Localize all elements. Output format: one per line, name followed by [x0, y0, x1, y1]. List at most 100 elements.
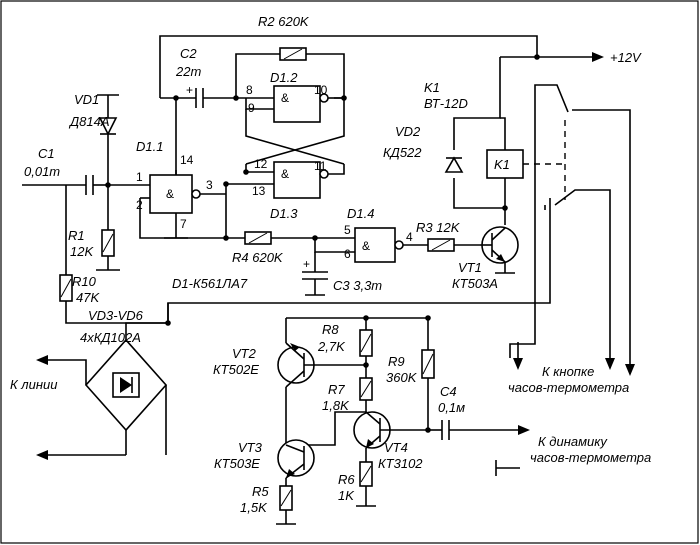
- label-vd1-type: Д814А: [68, 114, 110, 129]
- label-r6: R6: [338, 472, 355, 487]
- label-vt2: VT2: [232, 346, 257, 361]
- label-vt1: VT1: [458, 260, 482, 275]
- label-k1-type: ВТ-12D: [424, 96, 468, 111]
- label-vt3-type: КТ503Е: [214, 456, 260, 471]
- label-r1: R1: [68, 228, 85, 243]
- capacitor-c2: [176, 88, 246, 108]
- pin-12: 12: [254, 157, 268, 171]
- label-d14: D1.4: [347, 206, 374, 221]
- label-c4-value: 0,1м: [438, 400, 465, 415]
- label-speaker-2: часов-термометра: [530, 450, 651, 465]
- gate-d13: [223, 161, 345, 238]
- ground-symbol: [495, 460, 520, 476]
- resistor-r4: [226, 231, 355, 245]
- pin-10: 10: [314, 83, 328, 97]
- label-button-1: К кнопке: [542, 364, 594, 379]
- label-c1-value: 0,01m: [24, 164, 60, 179]
- pin-11: 11: [314, 159, 327, 173]
- supply-bus: [453, 52, 604, 225]
- pin-13: 13: [252, 184, 266, 198]
- label-r7-value: 1,8K: [322, 398, 350, 413]
- label-d11: D1.1: [136, 139, 163, 154]
- transistor-vt2: [277, 342, 366, 445]
- pin-2: 2: [136, 198, 143, 212]
- resistor-r5: [276, 485, 296, 525]
- gate-d11-symbol: &: [166, 187, 174, 201]
- label-vd-bridge-type: 4хКД102А: [80, 330, 141, 345]
- gate-d13-symbol: &: [281, 167, 289, 181]
- label-r2: R2 620K: [258, 14, 310, 29]
- label-supply: +12V: [610, 50, 642, 65]
- label-speaker-1: К динамику: [538, 434, 608, 449]
- label-r5: R5: [252, 484, 269, 499]
- label-r5-value: 1,5K: [240, 500, 268, 515]
- resistor-r3: [427, 238, 480, 252]
- label-vd2-type: КД522: [383, 145, 422, 160]
- label-c4: C4: [440, 384, 457, 399]
- label-vt3: VT3: [238, 440, 263, 455]
- label-r4: R4 620K: [232, 250, 284, 265]
- resistor-r7: [359, 377, 373, 412]
- label-k1-coil: K1: [494, 157, 510, 172]
- relay-k1-contacts: [509, 84, 635, 376]
- relay-k1-coil: [486, 120, 566, 200]
- pin-4: 4: [406, 230, 413, 244]
- label-d12: D1.2: [270, 70, 298, 85]
- amp-rails: [285, 315, 431, 343]
- gate-d12-symbol: &: [281, 91, 289, 105]
- label-c1: C1: [38, 146, 55, 161]
- gate-d14: [314, 227, 428, 263]
- pin-3: 3: [206, 178, 213, 192]
- pin-14: 14: [180, 153, 194, 167]
- label-vd1: VD1: [74, 92, 99, 107]
- diode-vd2: [444, 156, 464, 173]
- label-r10-value: 47K: [76, 290, 100, 305]
- label-vd2: VD2: [395, 124, 421, 139]
- capacitor-c3: [302, 252, 328, 296]
- pin-5: 5: [344, 223, 351, 237]
- label-r8: R8: [322, 322, 339, 337]
- transistor-vt3: [277, 439, 315, 486]
- label-chip: D1-К561ЛА7: [172, 276, 248, 291]
- pin-9: 9: [248, 101, 255, 115]
- label-r10: R10: [72, 274, 97, 289]
- resistor-d12-feedback: [235, 47, 345, 99]
- label-c2-value: 22m: [175, 64, 201, 79]
- label-vt2-type: КТ502Е: [213, 362, 259, 377]
- label-r6-value: 1K: [338, 488, 355, 503]
- label-r8-value: 2,7K: [317, 339, 346, 354]
- gate-d14-symbol: &: [362, 239, 370, 253]
- resistor-r6: [356, 461, 376, 507]
- pin-6: 6: [344, 247, 351, 261]
- label-button-2: часов-термометра: [508, 380, 629, 395]
- label-r7: R7: [328, 382, 345, 397]
- label-vt4: VT4: [384, 440, 408, 455]
- resistor-r8: [359, 318, 373, 378]
- label-d13: D1.3: [270, 206, 298, 221]
- label-line: К линии: [10, 377, 57, 392]
- label-vd-bridge: VD3-VD6: [88, 308, 144, 323]
- label-k1: K1: [424, 80, 440, 95]
- c3-plus: +: [303, 257, 310, 271]
- pin-8: 8: [246, 83, 253, 97]
- label-r3: R3 12K: [416, 220, 461, 235]
- label-c3: C3 3,3m: [333, 278, 382, 293]
- transistor-vt4: [304, 411, 428, 462]
- label-vt4-type: КТ3102: [378, 456, 423, 471]
- gate-d12: [245, 85, 347, 165]
- label-vt1-type: КТ503А: [452, 276, 498, 291]
- label-r9: R9: [388, 354, 405, 369]
- wire-r2-loop: [159, 35, 538, 175]
- pin-1: 1: [136, 170, 143, 184]
- pin-7: 7: [180, 217, 187, 231]
- label-c2: C2: [180, 46, 197, 61]
- capacitor-c4: [428, 420, 530, 440]
- gate-d11: [149, 170, 226, 239]
- bridge-rectifier: [36, 303, 169, 460]
- resistor-r9: [421, 318, 435, 433]
- c2-plus: +: [186, 83, 193, 97]
- label-r9-value: 360K: [386, 370, 418, 385]
